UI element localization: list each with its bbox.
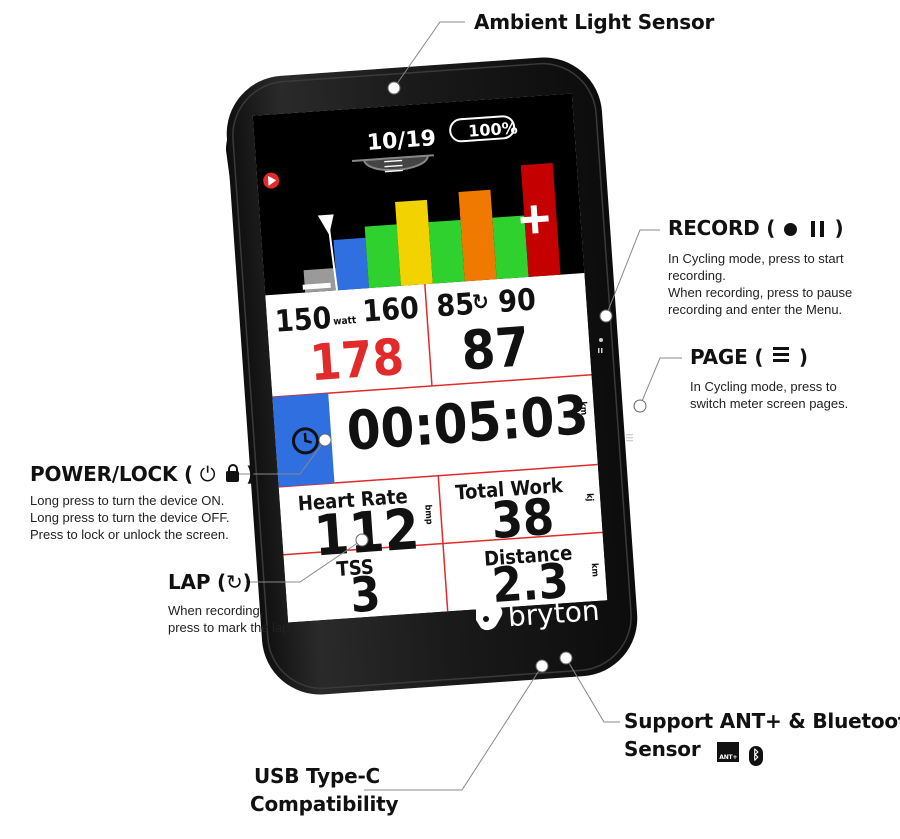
record-title: RECORD ( ) [668,216,844,240]
lock-icon [226,464,240,482]
zone-bar [492,215,529,280]
page-indicator: 10/19 [366,126,437,156]
menu-icon [773,347,790,362]
device-screen: 10/19 100% [252,93,608,623]
bluetooth-icon: ᛒ [749,746,764,766]
sensor-marker [559,651,573,665]
usb-port-marker [535,659,549,673]
ambient-light-title: Ambient Light Sensor [474,10,715,34]
svg-text:100%: 100% [468,118,519,140]
page-title: PAGE ( ) [690,345,808,369]
zone-bar [428,219,465,284]
bryton-logo [476,606,503,631]
usb-title-line2: Compatibility [250,792,399,816]
zone-bar [395,199,433,286]
zone-bar [333,237,369,291]
ant-plus-icon: ANT+ [717,742,740,762]
lap-button-marker [355,533,369,547]
power-lock-title: POWER/LOCK ( ⏻ ) [30,462,255,486]
settings-sliders-icon [384,159,403,173]
zone-bar [364,224,401,289]
usb-title-line1: USB Type-C [254,764,381,788]
battery-icon [449,115,516,143]
pause-icon [810,221,815,237]
power-lock-desc: Long press to turn the device ON. Long p… [30,493,230,542]
ambient-sensor-marker [387,81,401,95]
record-desc: In Cycling mode, press to start recordin… [668,251,853,317]
lap-desc: When recording, press to mark the lap. [168,603,293,635]
page-button-marker [633,399,647,413]
clock-icon [291,427,319,455]
lap-icon: ↻ [226,570,243,594]
power-icon: ⏻ [199,462,216,486]
minus-icon [302,282,331,290]
target-flag-icon [317,214,334,235]
record-button-marker [599,309,613,323]
zone-bar [458,189,497,282]
record-dot-icon [784,223,798,236]
page-desc: In Cycling mode, press to switch meter s… [690,379,849,411]
sensor-title-line1: Support ANT+ & Bluetooth [624,709,900,733]
lap-title: LAP (↻) [168,570,252,594]
power-button-marker [318,433,332,447]
sensor-title-line2: Sensor ANT+ ᛒ [624,737,764,766]
